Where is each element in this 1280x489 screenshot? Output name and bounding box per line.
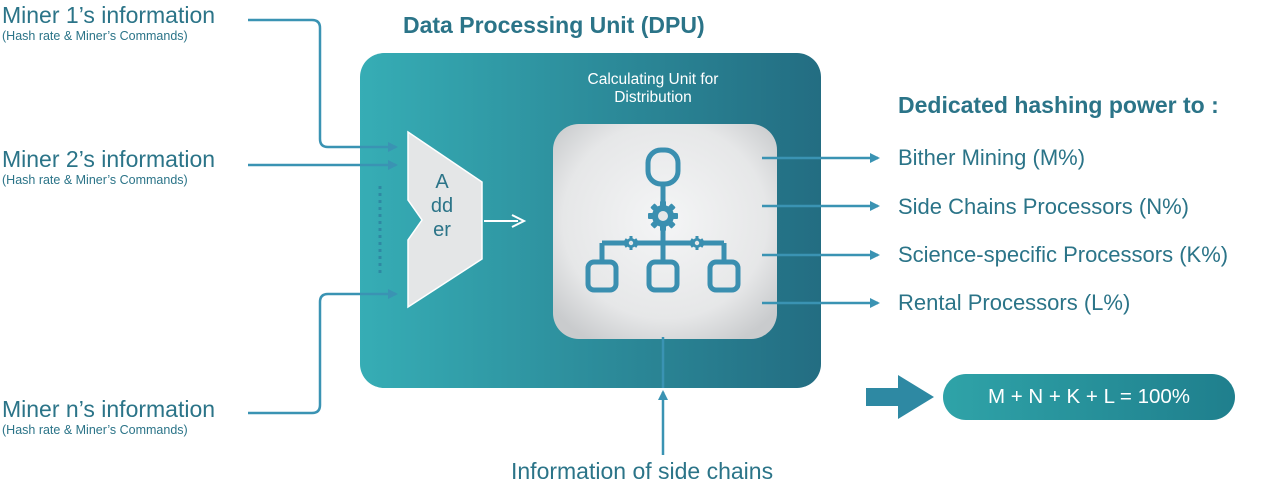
small-gear-right-icon bbox=[690, 236, 704, 250]
hierarchy-icon bbox=[585, 147, 741, 293]
adder-shape bbox=[407, 130, 483, 309]
output-bither-mining: Bither Mining (M%) bbox=[898, 145, 1086, 170]
minern-title: Miner n’s information bbox=[2, 396, 216, 422]
formula-arrow bbox=[866, 375, 934, 419]
miner2-info: Miner 2’s information (Hash rate & Miner… bbox=[2, 146, 215, 187]
miner2-subtitle: (Hash rate & Miner’s Commands) bbox=[2, 173, 188, 187]
dpu-title: Data Processing Unit (DPU) bbox=[403, 12, 705, 38]
side-chains-info: Information of side chains bbox=[511, 458, 774, 484]
output-side-chains: Side Chains Processors (N%) bbox=[898, 194, 1189, 219]
output-science-specific: Science-specific Processors (K%) bbox=[898, 242, 1229, 267]
dedicated-heading: Dedicated hashing power to : bbox=[898, 92, 1219, 118]
miner1-subtitle: (Hash rate & Miner’s Commands) bbox=[2, 29, 188, 43]
minern-info: Miner n’s information (Hash rate & Miner… bbox=[2, 396, 215, 437]
calculating-unit-label: Calculating Unit for Distribution bbox=[587, 71, 719, 106]
minern-arrow bbox=[248, 289, 398, 415]
miner2-title: Miner 2’s information bbox=[2, 146, 216, 172]
miner1-title: Miner 1’s information bbox=[2, 2, 216, 28]
miner1-info: Miner 1’s information (Hash rate & Miner… bbox=[2, 2, 215, 43]
minern-subtitle: (Hash rate & Miner’s Commands) bbox=[2, 423, 188, 437]
miner1-arrow bbox=[248, 18, 398, 152]
output-rental: Rental Processors (L%) bbox=[898, 290, 1131, 315]
formula-badge: M + N + K + L = 100% bbox=[943, 374, 1235, 420]
small-gear-left-icon bbox=[624, 236, 638, 250]
adder-label: Adder bbox=[430, 171, 454, 241]
adder-output-arrowhead bbox=[511, 214, 527, 228]
gear-icon bbox=[648, 201, 678, 231]
